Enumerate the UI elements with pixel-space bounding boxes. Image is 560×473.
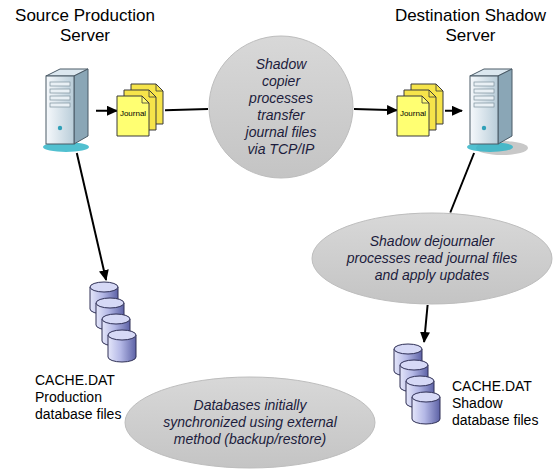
database-illustration <box>392 342 448 428</box>
ellipse-text-block: Databases initially synchronized using e… <box>155 397 345 448</box>
server-illustration <box>462 68 520 153</box>
database-cylinders: CACHE.DAT Production database files <box>88 280 144 366</box>
connector-arrow <box>96 110 117 112</box>
server-illustration <box>38 68 96 153</box>
process-text: Databases initially synchronized using e… <box>155 397 345 448</box>
connector-arrow <box>165 109 208 110</box>
journal-label: Journal <box>117 109 149 119</box>
server-heading: Destination Shadow Server <box>388 6 553 46</box>
database-illustration <box>88 280 144 366</box>
ellipse-text-block: Shadow copier processes transfer journal… <box>239 56 323 158</box>
connector-arrow <box>450 153 474 213</box>
journal-file-icon: Journal <box>117 84 165 138</box>
server-heading: Source Production Server <box>5 6 165 46</box>
dejournaler-process-ellipse: Shadow dejournaler processes read journa… <box>311 212 553 305</box>
ellipse-text-block: Shadow dejournaler processes read journa… <box>342 233 522 284</box>
connector-arrow <box>77 153 106 280</box>
connector-arrow <box>354 109 397 110</box>
process-text: Shadow dejournaler processes read journa… <box>342 233 522 284</box>
connector-arrow <box>424 305 428 342</box>
server-icon: Destination Shadow Server <box>462 68 520 153</box>
server-icon: Source Production Server <box>38 68 96 153</box>
database-label: CACHE.DAT Shadow database files <box>452 378 546 429</box>
journal-label: Journal <box>397 109 429 119</box>
journal-file-icon: Journal <box>397 84 445 138</box>
connector-arrow <box>445 110 462 112</box>
database-cylinders: CACHE.DAT Shadow database files <box>392 342 448 428</box>
process-text: Shadow copier processes transfer journal… <box>239 56 323 158</box>
sync-method-ellipse: Databases initially synchronized using e… <box>124 376 376 469</box>
copier-process-ellipse: Shadow copier processes transfer journal… <box>208 35 354 179</box>
database-label: CACHE.DAT Production database files <box>35 372 139 423</box>
